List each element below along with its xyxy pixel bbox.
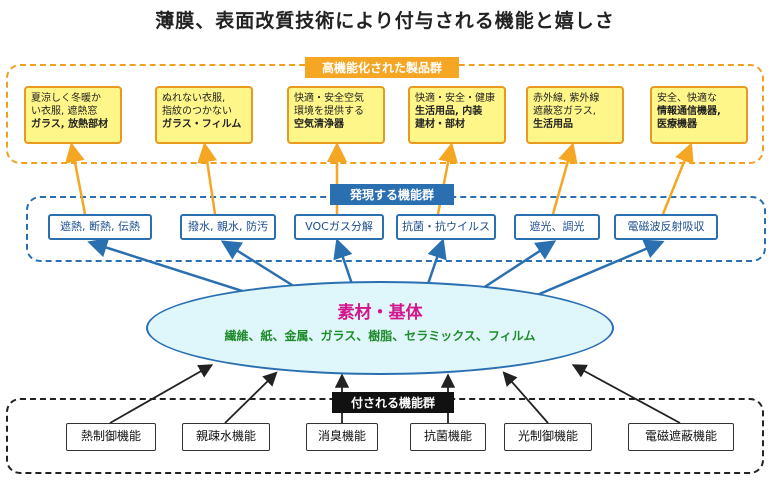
function-box-6: 電磁波反射吸収	[614, 214, 718, 240]
arrow-material-func-3	[333, 238, 354, 285]
product-line: 情報通信機器,	[657, 106, 721, 117]
arrow-material-func-2	[220, 240, 301, 292]
added-function-box-5: 光制御機能	[504, 423, 592, 451]
product-line: 夏涼しく冬暖か	[31, 93, 101, 104]
product-line: 医療機器	[657, 119, 697, 130]
product-line: 環境を提供する	[294, 106, 364, 117]
arrow-func-product-1	[65, 142, 87, 215]
arrow-material-func-5	[479, 240, 557, 292]
added-function-box-6: 電磁遮蔽機能	[628, 423, 734, 451]
arrow-added-material-5	[502, 371, 549, 424]
product-line: 快適・安全・健康	[415, 93, 495, 104]
arrow-added-material-6	[571, 364, 681, 424]
arrow-added-material-2	[224, 371, 278, 424]
product-line: 建材・部材	[415, 119, 465, 130]
added-function-box-4: 抗菌機能	[410, 423, 486, 451]
function-box-5: 遮光、調光	[514, 214, 600, 240]
product-line: ガラス, 放熱部材	[31, 119, 109, 130]
arrow-material-func-1	[87, 238, 259, 298]
function-box-1: 遮熱, 断熱, 伝熱	[48, 214, 152, 240]
functions-group-label: 発現する機能群	[330, 184, 454, 205]
added-function-box-1: 熱制御機能	[66, 423, 156, 451]
arrow-material-func-6	[529, 239, 665, 300]
product-box-3: 快適・安全空気 環境を提供する 空気清浄器	[287, 86, 385, 144]
product-line: 安全、快適な	[657, 93, 717, 104]
arrow-material-func-4	[426, 238, 447, 285]
arrow-func-product-6	[661, 142, 694, 215]
page-title: 薄膜、表面改質技術により付与される機能と嬉しさ	[155, 10, 615, 32]
material-subtitle: 繊維、紙、金属、ガラス、樹脂、セラミックス、フィルム	[224, 329, 536, 343]
function-box-4: 抗菌・抗ウイルス	[396, 214, 496, 240]
products-group-label: 高機能化された製品群	[305, 57, 459, 78]
product-line: ガラス・フィルム	[162, 119, 242, 130]
product-line: 生活用品, 内装	[415, 106, 483, 117]
function-box-3: VOCガス分解	[294, 214, 384, 240]
product-line: ぬれない衣服,	[162, 93, 226, 104]
product-box-5: 赤外線, 紫外線 遮蔽窓ガラス, 生活用品	[526, 86, 624, 144]
product-line: 快適・安全空気	[294, 93, 364, 104]
product-box-4: 快適・安全・健康 生活用品, 内装 建材・部材	[408, 86, 506, 144]
material-title: 素材・基体	[337, 303, 423, 323]
arrow-func-product-2	[197, 142, 218, 215]
product-line: 遮蔽窓ガラス,	[533, 106, 596, 117]
product-line: 空気清浄器	[294, 119, 344, 130]
product-line: 赤外線, 紫外線	[533, 93, 600, 104]
product-line: 指紋のつかない	[162, 106, 232, 117]
function-box-2: 撥水, 親水, 防汚	[180, 214, 276, 240]
product-line: い衣服, 遮熱窓	[31, 106, 98, 117]
product-box-1: 夏涼しく冬暖か い衣服, 遮熱窓 ガラス, 放熱部材	[24, 86, 122, 144]
added-function-box-2: 親疎水機能	[182, 423, 270, 451]
added-function-box-3: 消臭機能	[306, 423, 378, 451]
added-functions-group-label: 付される機能群	[332, 392, 454, 413]
product-box-2: ぬれない衣服, 指紋のつかない ガラス・フィルム	[155, 86, 253, 144]
arrow-func-product-5	[551, 142, 578, 215]
product-box-6: 安全、快適な 情報通信機器, 医療機器	[650, 86, 748, 144]
arrow-added-material-1	[109, 364, 214, 424]
material-ellipse	[146, 281, 614, 375]
product-line: 生活用品	[533, 119, 573, 130]
